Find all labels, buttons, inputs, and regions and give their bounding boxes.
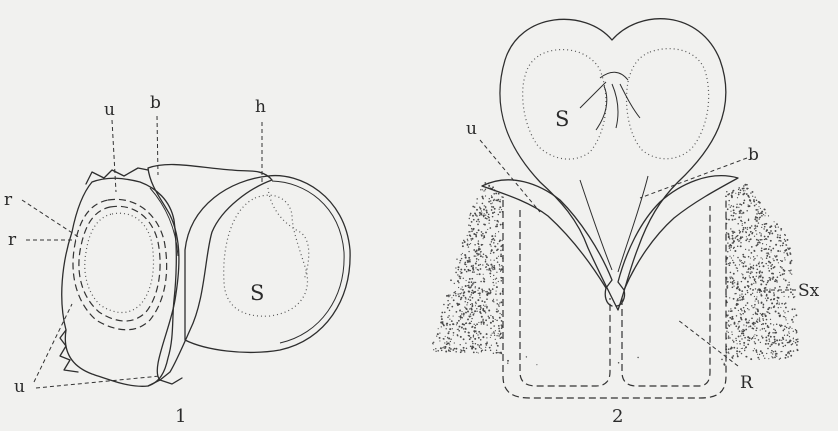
fig2-label-sx: Sx <box>798 281 820 301</box>
fig2-label-r: R <box>740 373 754 393</box>
fig2-bract-center <box>580 176 648 272</box>
fig2-leader-b <box>640 158 747 198</box>
fig2-label-s: S <box>555 107 569 131</box>
fig2-dotted-lobe-left <box>523 50 606 160</box>
fig1-label-b: b <box>150 93 161 113</box>
fig1-seed-outline <box>185 176 350 353</box>
figure-1: r r u b h S u 1 <box>4 93 350 427</box>
fig1-label-h: h <box>255 97 266 117</box>
fig2-bract-right-wing <box>618 176 738 290</box>
fig2-embryo-strands <box>580 72 640 130</box>
fig2-dotted-lobe-right <box>627 49 709 159</box>
fig1-ring-dotted <box>85 213 154 312</box>
fig2-number: 2 <box>612 406 623 427</box>
fig1-ring-inner <box>79 206 160 321</box>
fig2-cavity-left-inner <box>520 210 610 386</box>
fig2-cavity-right-inner <box>622 206 710 386</box>
fig1-leader-r-outer <box>22 200 80 238</box>
fig1-seed-dotted-strand <box>268 188 309 280</box>
fig1-ring-outer <box>73 199 167 329</box>
fig1-label-s: S <box>250 281 264 305</box>
fig2-stippled-region <box>432 182 799 366</box>
fig1-label-u-bottom: u <box>14 377 25 397</box>
fig2-label-u: u <box>466 119 477 139</box>
fig1-torn-edge-bottom <box>148 378 182 386</box>
fig1-number: 1 <box>175 406 186 427</box>
fig1-torn-edge-left <box>60 330 78 372</box>
fig1-label-r-inner: r <box>8 230 17 250</box>
fig1-label-r-outer: r <box>4 190 13 210</box>
fig2-label-b: b <box>748 145 759 165</box>
fig1-label-u-top: u <box>104 100 115 120</box>
fig1-seed-dotted-embryo <box>224 195 308 316</box>
figure-2: S u b Sx R 2 <box>432 19 820 427</box>
fig2-cavity-outer <box>503 196 726 398</box>
fig2-seed-heart <box>500 19 726 310</box>
fig2-leader-r <box>678 320 738 366</box>
fig1-scale-outline <box>62 178 177 386</box>
fig2-bract-left-wing <box>482 180 612 288</box>
fig1-leader-u-top <box>112 120 116 192</box>
